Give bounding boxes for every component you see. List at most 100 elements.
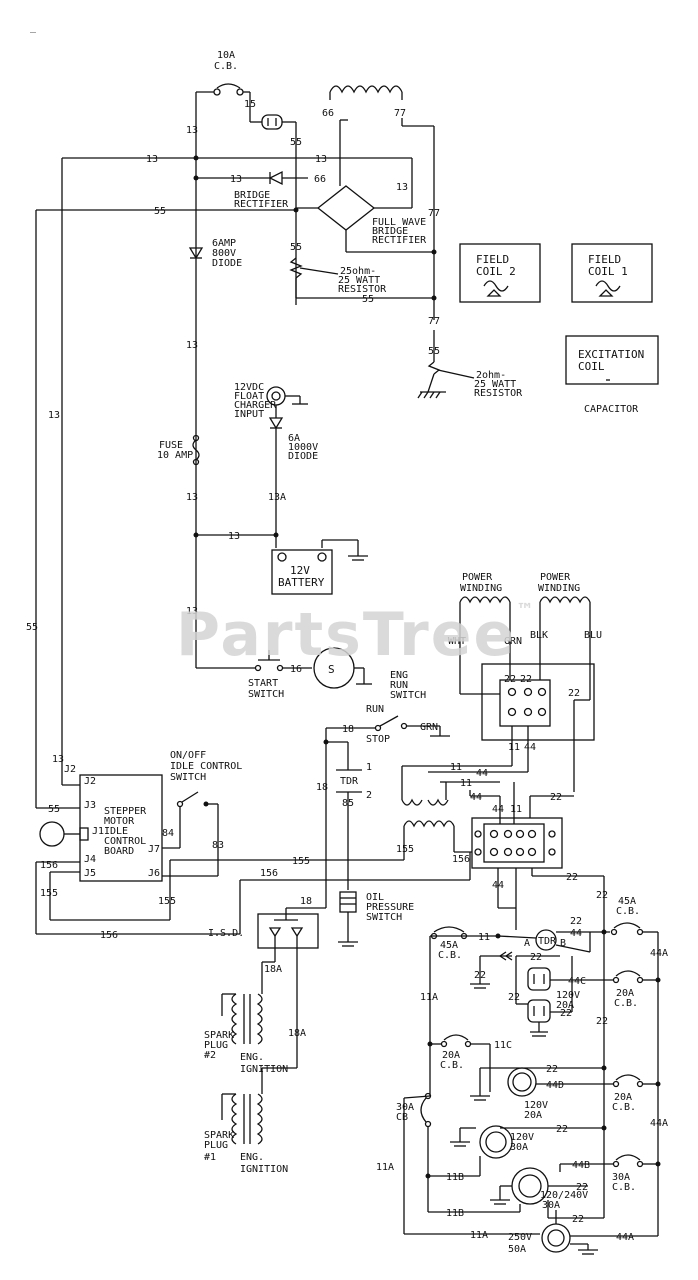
j6-label: J6 <box>148 868 160 879</box>
r250-label-2: 50A <box>508 1244 526 1255</box>
spark1-label-2: PLUG <box>204 1140 228 1151</box>
upper-left-circuit <box>188 83 297 668</box>
cb30a-label-2: CB <box>396 1112 408 1123</box>
field-coil-2-label-1: FIELD <box>476 253 509 266</box>
cb30b-label-1: 30A <box>612 1172 630 1183</box>
tdr-coil <box>323 739 362 890</box>
wire-155-label: 155 <box>396 844 414 855</box>
cb30a-label-1: 30A <box>396 1102 414 1113</box>
eng-run-label-2: RUN <box>390 680 408 691</box>
wire-13-label: 13 <box>48 410 60 421</box>
res2-label-3: RESISTOR <box>474 388 523 399</box>
stepper-label-4: CONTROL <box>104 836 146 847</box>
middle-winding <box>170 765 605 1218</box>
fullwave-label-1: FULL WAVE <box>372 217 426 228</box>
float-charger <box>266 386 308 548</box>
j5-label: J5 <box>84 868 96 879</box>
wire-22-label: 22 <box>568 688 580 699</box>
wire-13-label: 13 <box>396 182 408 193</box>
r120-240-label-1: 120/240V <box>540 1190 588 1201</box>
j3-label: J3 <box>84 800 96 811</box>
wire-11-label: 11 <box>508 742 520 753</box>
output-panel <box>403 922 661 1255</box>
battery <box>193 532 368 595</box>
cb45b-label-2: C.B. <box>616 906 640 917</box>
wire-44-label: 44 <box>492 880 504 891</box>
ign2-label-2: IGNITION <box>240 1064 288 1075</box>
wire-11a-label: 11A <box>376 1162 394 1173</box>
diode-6amp-label-1: 6AMP <box>212 238 236 249</box>
wire-13-label: 13 <box>186 125 198 136</box>
wire-11-label: 11 <box>510 804 522 815</box>
run-stop-switch <box>325 715 450 908</box>
fullwave-label-3: RECTIFIER <box>372 235 427 246</box>
r120-30-label-1: 120V <box>510 1132 534 1143</box>
wire-44a-label: 44A <box>650 948 668 959</box>
wire-11-label: 11 <box>460 778 472 789</box>
res2-label-1: 2ohm- <box>476 370 506 381</box>
start-switch-label-2: SWITCH <box>248 689 284 700</box>
grn-wire-label: GRN <box>504 636 522 647</box>
float-charger-label-2: FLOAT <box>234 391 264 402</box>
wire-22-label: 22 <box>556 1124 568 1135</box>
cb20c-label-1: 20A <box>614 1092 632 1103</box>
eng-run-label-1: ENG <box>390 670 408 681</box>
r250-label-1: 250V <box>508 1232 532 1243</box>
wire-22-label: 22 <box>576 1182 588 1193</box>
stepper-label-5: BOARD <box>104 846 134 857</box>
battery-label-2: BATTERY <box>278 576 325 589</box>
field-coil-2 <box>459 243 541 303</box>
stepper-control-board <box>35 774 471 935</box>
wire-155-label: 155 <box>158 896 176 907</box>
wire-44-label: 44 <box>524 742 536 753</box>
stepper-label-2: MOTOR <box>104 816 135 827</box>
field-coil-1 <box>571 243 653 303</box>
wire-55-label: 55 <box>26 622 38 633</box>
run-label: RUN <box>366 704 384 715</box>
onoff-label-3: SWITCH <box>170 772 206 783</box>
oil-label-3: SWITCH <box>366 912 402 923</box>
onoff-label-1: ON/OFF <box>170 750 206 761</box>
wire-18-label: 18 <box>316 782 328 793</box>
bridge-rectifier <box>193 170 308 186</box>
cb20c-label-2: C.B. <box>612 1102 636 1113</box>
r120-20b-label-1: 120V <box>524 1100 548 1111</box>
spark1-label-3: #1 <box>204 1152 216 1163</box>
wire-13-label: 13 <box>52 754 64 765</box>
wire-44-label: 44 <box>476 768 488 779</box>
cb10-label-1: 10A <box>217 50 235 61</box>
wire-13-label: 13 <box>228 531 240 542</box>
wire-83-label: 83 <box>212 840 224 851</box>
start-switch <box>196 647 372 689</box>
r120-240-label-2: 30A <box>542 1200 560 1211</box>
wire-22-label: 22 <box>520 674 532 685</box>
wire-44a-label: 44A <box>650 1118 668 1129</box>
ign1-label-2: IGNITION <box>240 1164 288 1175</box>
wire-11-label: 11 <box>450 762 462 773</box>
cb45a-label-2: C.B. <box>438 950 462 961</box>
tdr-b-label: B <box>560 938 566 949</box>
battery-label-1: 12V <box>290 564 310 577</box>
wire-55-label: 55 <box>48 804 60 815</box>
pw2-label-1: POWER <box>540 572 571 583</box>
r120-20a-label-2: 20A <box>556 1000 574 1011</box>
wire-13a-label: 13A <box>268 492 286 503</box>
eng-run-label-3: SWITCH <box>390 690 426 701</box>
res25-label-3: RESISTOR <box>338 284 387 295</box>
wire-1-label: 1 <box>366 762 372 773</box>
bridge-rectifier-label-1: BRIDGE <box>234 190 270 201</box>
ign2-label-1: ENG. <box>240 1052 264 1063</box>
wht-label: WHT <box>448 636 466 647</box>
pw2-label-2: WINDING <box>538 583 580 594</box>
ignition-coil-1 <box>221 1067 297 1145</box>
wire-22-label: 22 <box>550 792 562 803</box>
cb10-label-2: C.B. <box>214 61 238 72</box>
wire-44-label: 44 <box>470 792 482 803</box>
wire-11c-label: 11C <box>494 1040 512 1051</box>
wire-156-label: 156 <box>100 930 118 941</box>
wire-55-label: 55 <box>154 206 166 217</box>
wire-22-label: 22 <box>596 1016 608 1027</box>
j2-label: J2 <box>64 764 76 775</box>
tdr-label: TDR <box>340 776 359 787</box>
